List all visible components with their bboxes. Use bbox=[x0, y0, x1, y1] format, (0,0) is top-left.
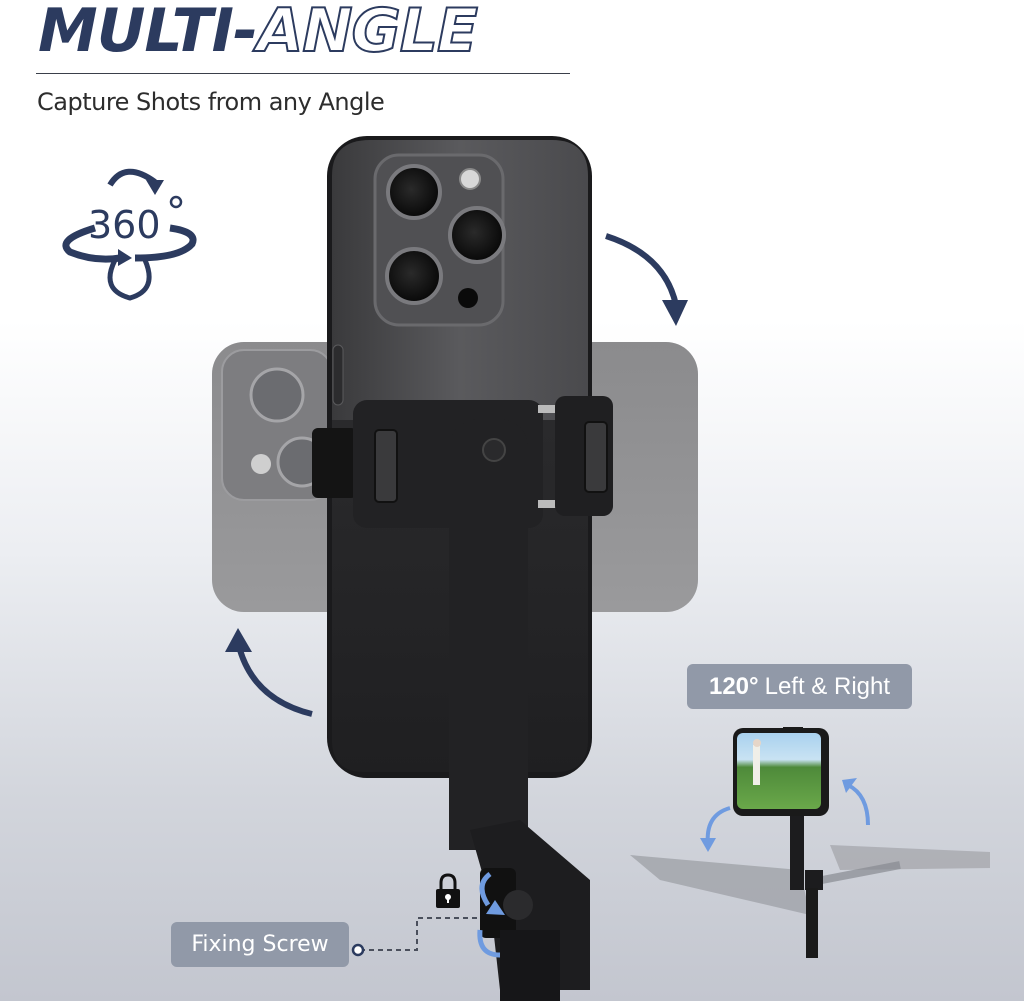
tilt-inset-illustration bbox=[630, 727, 990, 958]
rotate-arrow-up bbox=[225, 628, 313, 717]
title-solid-part: MULTI- bbox=[38, 0, 258, 66]
tilt-angle-value: 120° bbox=[708, 672, 759, 700]
title-divider bbox=[36, 73, 570, 74]
fixing-screw-leader bbox=[351, 917, 478, 957]
title-outline-part: ANGLE bbox=[256, 0, 479, 66]
rotate-360-icon: 360 bbox=[62, 168, 197, 301]
rotate-360-label: 360 bbox=[88, 203, 161, 247]
tilt-angle-badge: 120° Left & Right bbox=[687, 664, 912, 709]
extension-arm bbox=[449, 418, 590, 1001]
fixing-screw-badge: Fixing Screw bbox=[171, 922, 349, 967]
screw-rotate-arrows bbox=[477, 871, 501, 958]
page-title: MULTI-ANGLE bbox=[38, 0, 479, 63]
screw-arrow-head bbox=[486, 900, 505, 915]
page-subtitle: Capture Shots from any Angle bbox=[37, 88, 385, 116]
rotate-arrow-down bbox=[605, 233, 688, 326]
lock-icon bbox=[436, 873, 460, 908]
tilt-angle-text: Left & Right bbox=[764, 672, 891, 700]
